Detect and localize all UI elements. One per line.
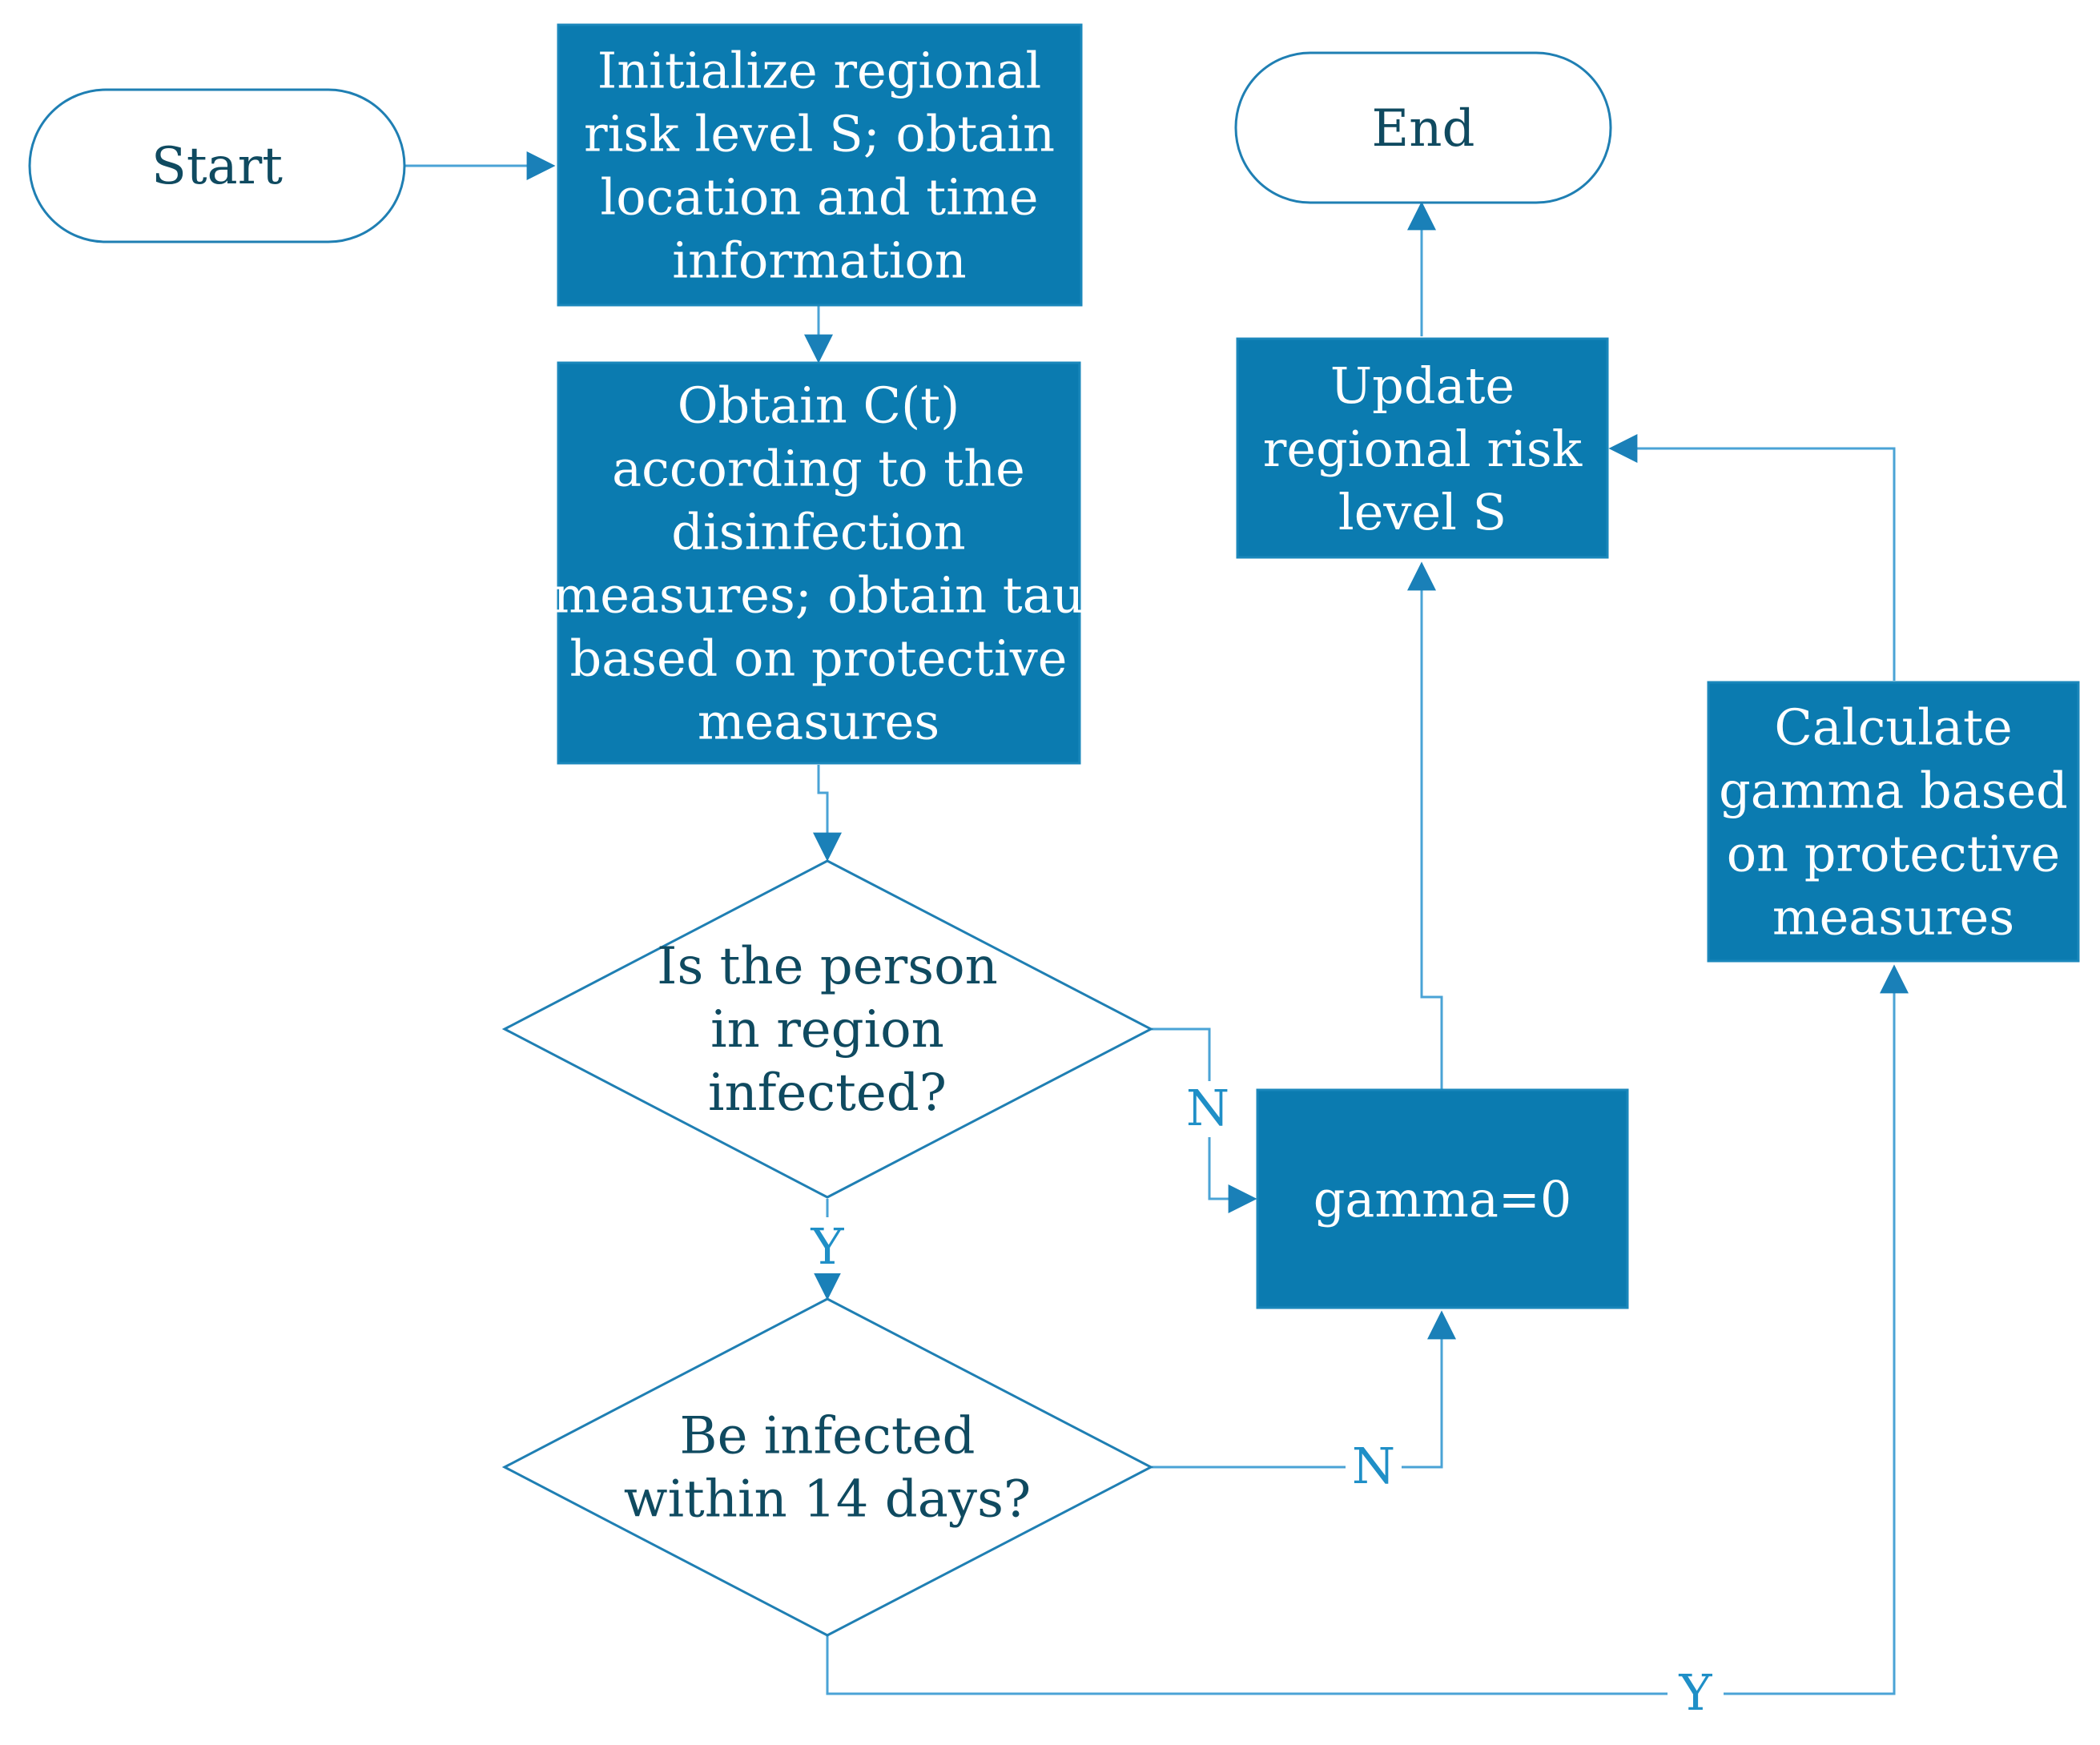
gamma-zero-text: gamma=0 [1314,1170,1572,1228]
connector-decision2-yes-to-calc [826,964,1909,1695]
start-label: Start [151,137,283,196]
end-line: End [1372,99,1475,159]
decision2-no-label: N [1352,1437,1395,1495]
obtain-line: according to the [612,440,1025,498]
calc-line: measures [1772,888,2014,947]
connector-gamma0-to-update [1407,561,1443,1089]
update-line: regional risk [1263,420,1583,478]
decision1-line: in region [710,1000,944,1059]
obtain-line: measures; obtain tau [553,566,1084,625]
init-line: location and time [600,168,1038,227]
decision1-line: Is the person [657,937,998,996]
start-line: Start [151,137,283,196]
decision2-yes-label: Y [1679,1663,1713,1722]
update-line: level S [1338,483,1507,541]
connector-obtain-to-decision1 [813,765,842,862]
gamma0-line: gamma=0 [1314,1170,1572,1228]
update-line: Update [1330,356,1515,415]
decision1-no-label: N [1186,1079,1229,1137]
decision2-line: within 14 days? [624,1470,1031,1530]
obtain-line: Obtain C(t) [678,376,960,435]
obtain-line: measures [698,693,939,751]
obtain-line: based on protective [570,629,1068,688]
connector-calc-to-update [1608,434,1896,681]
obtain-line: disinfection [671,503,965,561]
start-node: Start [28,88,406,243]
calc-line: gamma based [1719,762,2068,820]
calc-line: Calculate [1774,698,2012,757]
calc-line: on protective [1727,825,2060,883]
connector-decision2-no-to-gamma0 [1151,1310,1456,1469]
decision1-line: infected? [708,1063,947,1123]
decision2-line: Be infected [680,1407,976,1466]
end-node: End [1234,51,1612,204]
decision1-yes-label: Y [811,1217,845,1276]
init-line: information [672,231,966,290]
gamma-zero-box: gamma=0 [1256,1088,1629,1309]
init-line: Initialize regional [597,42,1042,100]
init-line: risk level S; obtain [584,105,1055,163]
end-label: End [1372,99,1475,159]
